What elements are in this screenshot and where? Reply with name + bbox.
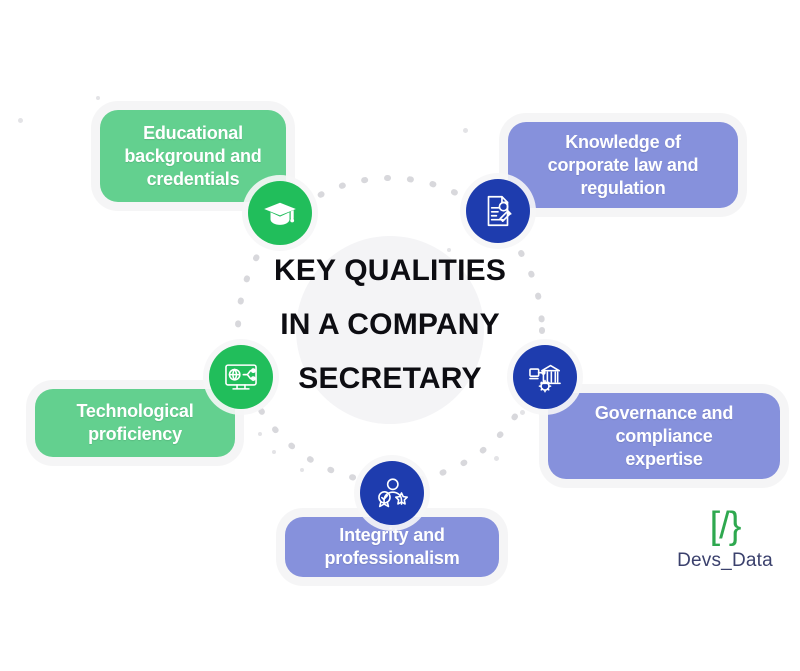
decorative-speckle [300, 468, 304, 472]
person-award-star-icon [378, 478, 408, 508]
bank-gear-icon [529, 364, 561, 393]
brand-name: Devs_Data [677, 550, 773, 571]
pill-line: credentials [146, 168, 240, 189]
pill-line: corporate law and [547, 154, 699, 175]
graduation-cap-icon [264, 202, 296, 225]
pill-line: Technological [76, 401, 194, 421]
monitor-network-globe-icon [225, 364, 257, 390]
legal-document-gavel-icon [487, 195, 512, 227]
decorative-speckle [494, 456, 499, 461]
pill-corporate-law-knowledge[interactable]: Knowledge of corporate law and regulatio… [508, 122, 738, 208]
decorative-speckle [18, 118, 23, 123]
pill-line: Knowledge of [565, 131, 681, 152]
code-brackets-icon: [/} [709, 505, 742, 547]
badge-corporate-law-knowledge[interactable] [466, 179, 530, 243]
pill-integrity-professionalism[interactable]: Integrity and professionalism [285, 517, 499, 577]
pill-line: regulation [580, 177, 666, 198]
pill-line: proficiency [88, 424, 182, 444]
pill-educational-background[interactable]: Educational background and credentials [100, 110, 286, 202]
title-line-3: SECRETARY [298, 362, 482, 395]
pill-technological-proficiency[interactable]: Technological proficiency [35, 389, 235, 457]
pill-line: Educational [143, 122, 243, 143]
decorative-speckle [96, 96, 100, 100]
center-disc [296, 236, 484, 424]
pill-line: compliance [615, 425, 713, 446]
decorative-speckle [272, 450, 276, 454]
pill-line: expertise [625, 448, 703, 469]
badge-educational-background[interactable] [248, 181, 312, 245]
pill-line: background and [124, 145, 262, 166]
decorative-speckle [447, 248, 451, 252]
decorative-speckle [258, 432, 262, 436]
page-title: KEY QUALITIES IN A COMPANY SECRETARY [230, 244, 550, 406]
pill-governance-compliance[interactable]: Governance and compliance expertise [548, 393, 780, 479]
pill-line: Integrity and [339, 525, 445, 545]
dotted-ring [235, 175, 545, 485]
decorative-speckle [520, 410, 525, 415]
pill-line: Governance and [594, 402, 734, 423]
pill-line: professionalism [324, 548, 460, 568]
badge-technological-proficiency[interactable] [209, 345, 273, 409]
decorative-speckle [463, 128, 468, 133]
badge-integrity-professionalism[interactable] [360, 461, 424, 525]
badge-governance-compliance[interactable] [513, 345, 577, 409]
title-line-1: KEY QUALITIES [273, 254, 507, 287]
brand-logo: [/} Devs_Data [660, 505, 790, 572]
title-line-2: IN A COMPANY [280, 308, 500, 341]
